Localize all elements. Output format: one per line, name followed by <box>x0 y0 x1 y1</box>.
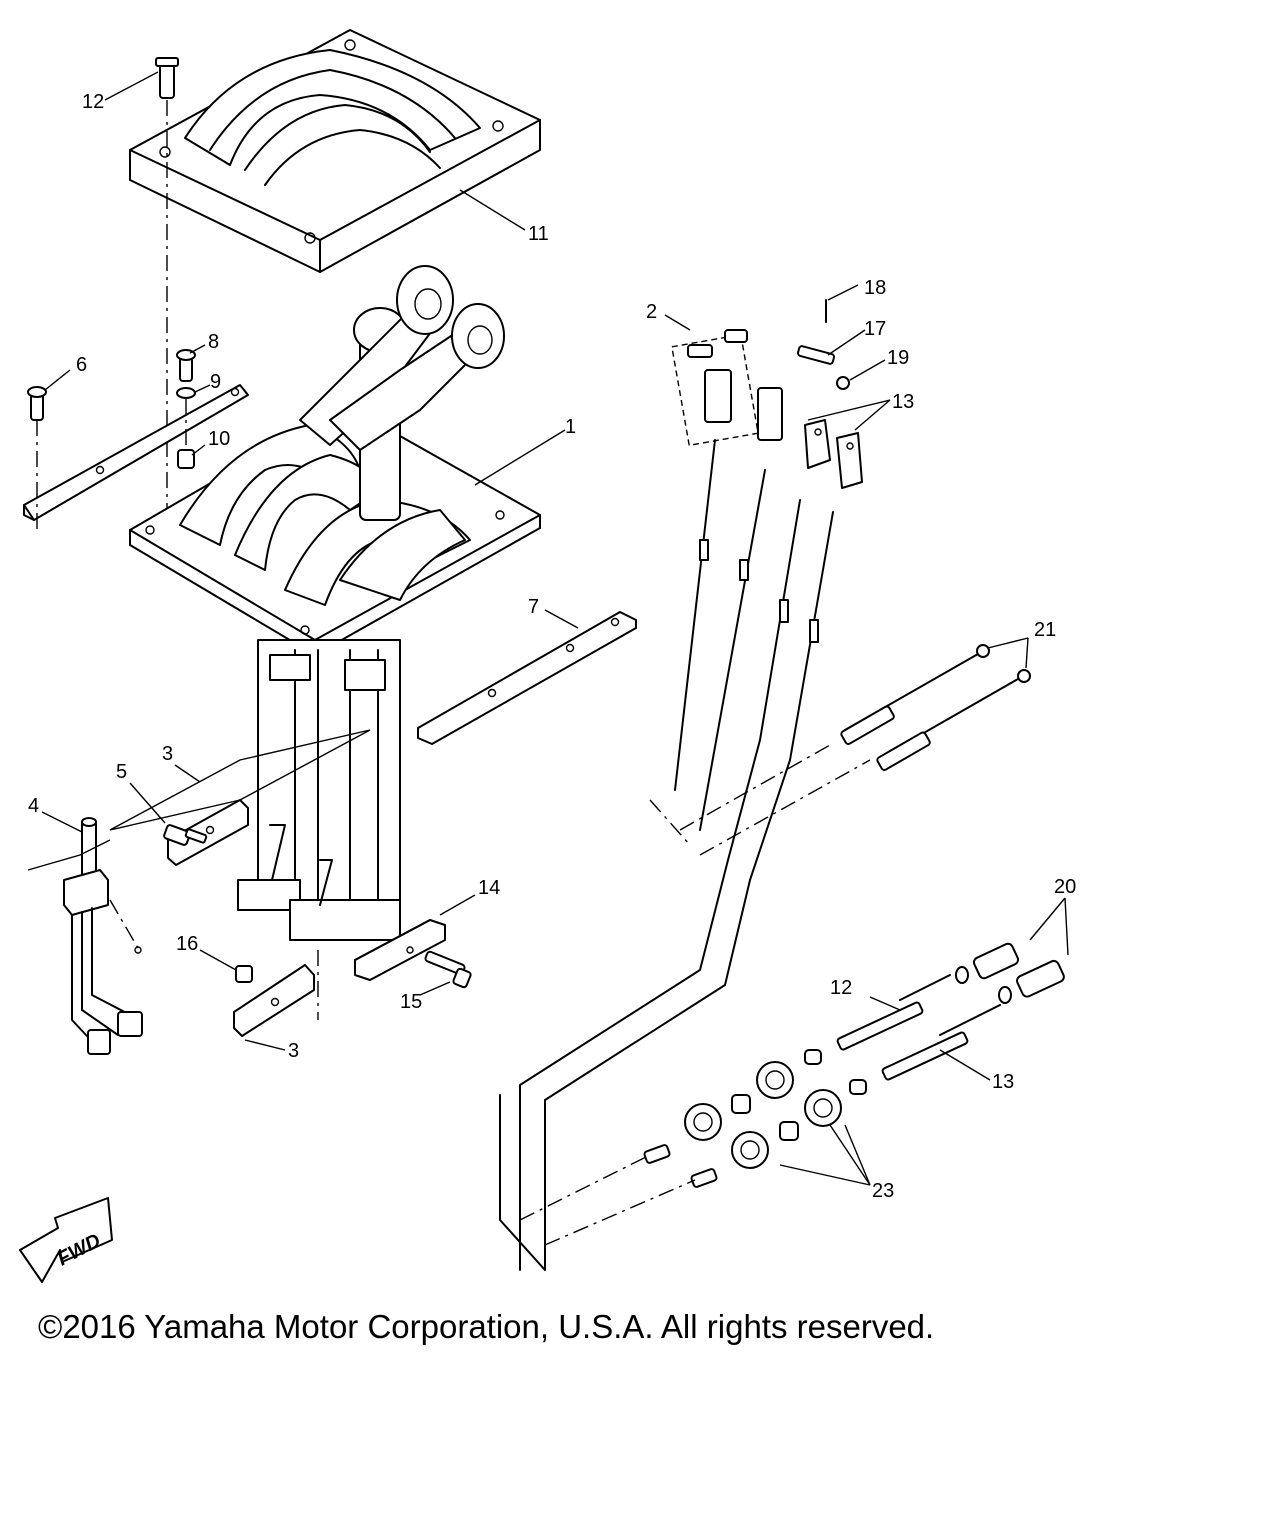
part-4-switch <box>27 817 143 1055</box>
callout-13-lower: 13 <box>992 1071 1014 1093</box>
callout-6: 6 <box>76 354 87 376</box>
callout-8: 8 <box>208 331 219 353</box>
part-5-screw <box>163 824 208 846</box>
callout-15: 14 <box>478 877 500 899</box>
callout-13-upper: 12 <box>830 977 852 999</box>
part-12-screw <box>155 57 179 520</box>
callout-19: 18 <box>864 277 886 299</box>
callout-7: 7 <box>528 596 539 618</box>
callout-4: 4 <box>28 795 39 817</box>
callout-3-lower: 3 <box>288 1040 299 1062</box>
callout-18: 17 <box>864 318 886 340</box>
callout-14: 13 <box>892 391 914 413</box>
part-23-fittings <box>519 1049 867 1246</box>
callout-20: 19 <box>887 347 909 369</box>
part-2-cable-end <box>671 329 783 447</box>
part-3-upper-plate <box>109 729 371 866</box>
copyright-notice: ©2016 Yamaha Motor Corporation, U.S.A. A… <box>38 1308 935 1345</box>
part-18-pin <box>796 345 836 365</box>
part-1-control-box <box>129 265 541 941</box>
part-16-screw <box>424 950 472 989</box>
callout-10: 10 <box>208 428 230 450</box>
callout-3-upper: 3 <box>162 743 173 765</box>
part-21-connectors <box>955 942 1065 1004</box>
callout-21: 20 <box>1054 876 1076 898</box>
callout-2: 2 <box>646 301 657 323</box>
callout-5: 5 <box>116 761 127 783</box>
callout-23: 23 <box>872 1180 894 1202</box>
callout-11: 11 <box>528 223 549 245</box>
part-20-washer <box>836 376 850 390</box>
callout-22: 21 <box>1034 619 1056 641</box>
part-7-plate <box>417 611 637 745</box>
fwd-direction-arrow: FWD <box>19 1197 113 1283</box>
leader-lines <box>41 71 1069 1186</box>
callout-9: 9 <box>210 371 221 393</box>
part-11-cover <box>129 29 541 273</box>
part-15-block <box>354 919 446 981</box>
control-cables <box>499 439 871 1271</box>
callout-1: 1 <box>565 416 576 438</box>
part-22-rods <box>840 644 1031 771</box>
part-14-clevis <box>804 419 863 489</box>
parts-6-8-9-10-bracket <box>23 349 249 530</box>
callout-12: 12 <box>82 91 104 113</box>
callout-16: 15 <box>400 991 422 1013</box>
callout-17: 16 <box>176 933 198 955</box>
callout-labels: 12 11 1 2 6 8 9 10 7 3 5 4 16 3 15 14 18… <box>28 91 1076 1202</box>
part-13-rods <box>836 974 1001 1081</box>
part-3-lower-plate <box>233 950 319 1037</box>
